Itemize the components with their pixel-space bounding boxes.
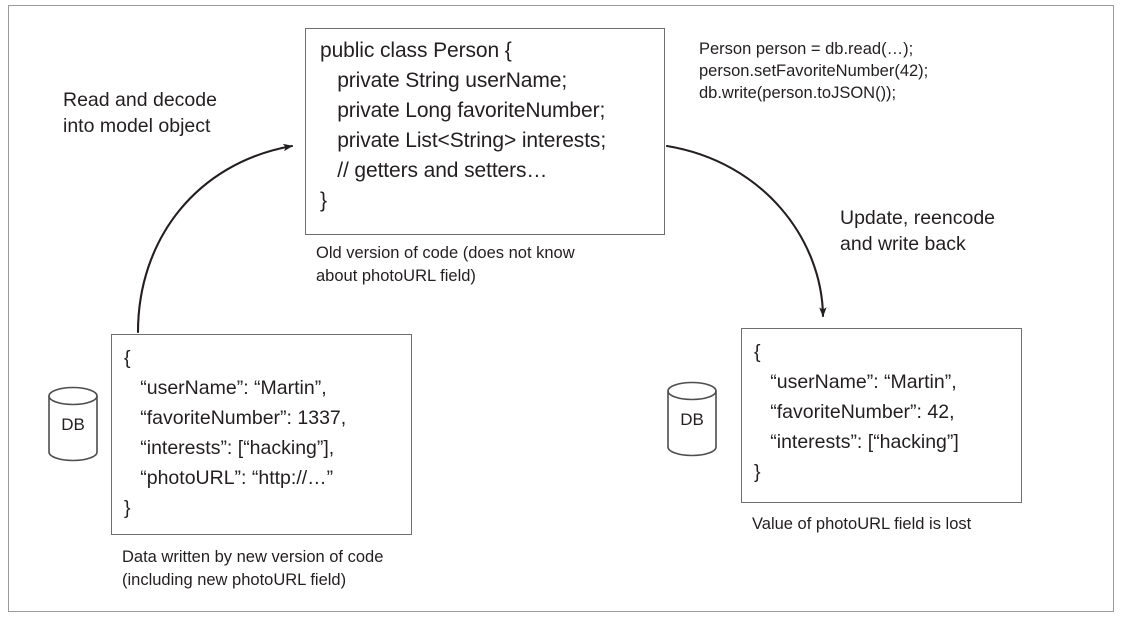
left-json-text: { “userName”: “Martin”, “favoriteNumber”… <box>124 347 347 519</box>
code-box-caption: Old version of code (does not know about… <box>316 244 575 285</box>
right-json-box <box>741 328 1022 503</box>
right-db-cylinder: DB <box>666 380 718 460</box>
left-db-label: DB <box>61 415 85 434</box>
left-arrow-label: Read and decode into model object <box>63 89 217 137</box>
right-arrow-label: Update, reencode and write back <box>840 207 996 255</box>
figure-outer-frame <box>8 5 1114 612</box>
left-json-box <box>111 334 412 535</box>
code-box-text: public class Person { private String use… <box>320 39 607 212</box>
database-icon <box>667 381 717 457</box>
right-db-label: DB <box>680 410 704 429</box>
right-json-text: { “userName”: “Martin”, “favoriteNumber”… <box>754 341 959 483</box>
usage-code-snippet: Person person = db.read(…); person.setFa… <box>699 40 929 102</box>
right-json-caption: Value of photoURL field is lost <box>752 515 972 533</box>
left-db-cylinder: DB <box>47 385 99 465</box>
left-json-caption: Data written by new version of code (inc… <box>122 548 384 589</box>
code-box <box>305 28 665 235</box>
database-icon <box>48 386 98 462</box>
